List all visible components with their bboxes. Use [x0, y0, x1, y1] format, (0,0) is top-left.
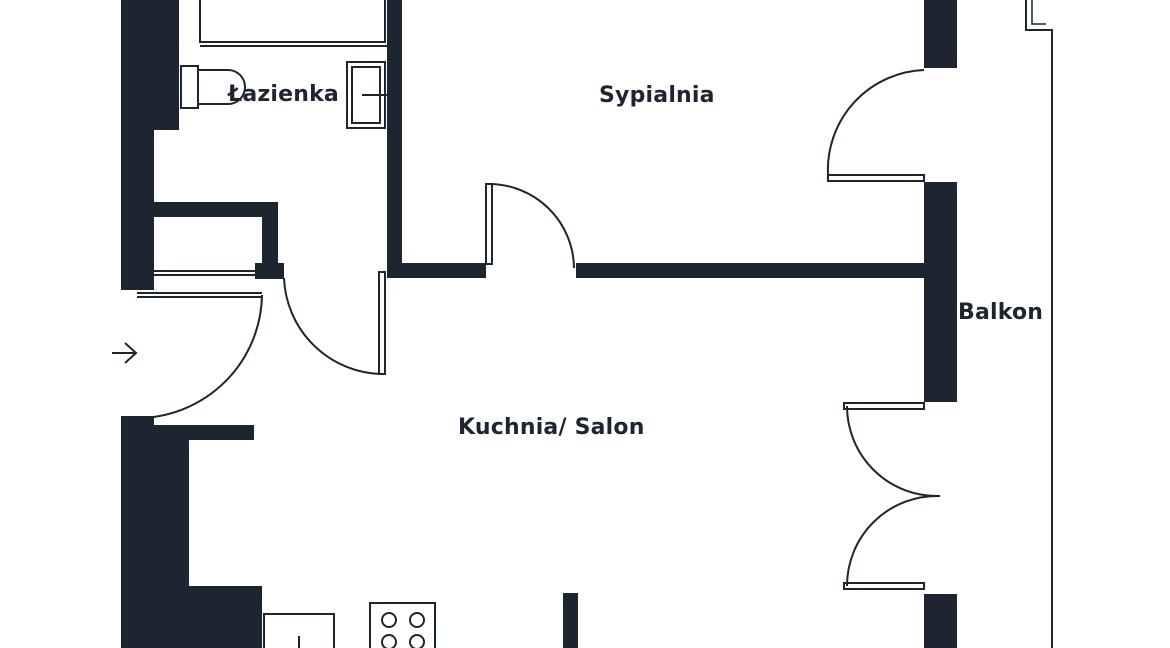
entrance-door-swing — [136, 294, 263, 419]
wall-closet-top — [154, 202, 278, 217]
wall-kitchen-column — [154, 586, 262, 648]
bedroom-door-swing — [488, 183, 575, 269]
sink-icon — [346, 61, 387, 129]
wall-bedroom-bottom-right — [576, 263, 924, 278]
stove-burner — [381, 612, 397, 628]
bedroom-balcony-door-swing — [826, 69, 925, 176]
living-balcony-door-leaf-2 — [843, 582, 925, 590]
bedroom-balcony-door-leaf — [827, 174, 925, 182]
toilet-bowl — [197, 69, 246, 105]
living-balcony-door-swing-1 — [846, 405, 941, 498]
arrow-right-icon — [112, 342, 138, 364]
wall-kitchen-partition — [563, 593, 578, 648]
balcony-outline — [1025, 0, 1053, 648]
living-balcony-door-leaf-1 — [843, 402, 925, 410]
room-label-bathroom: Łazienka — [228, 82, 339, 107]
wall-right-mid — [924, 182, 957, 402]
wall-closet-stub — [255, 263, 284, 279]
fixtures-and-doors — [121, 0, 1053, 648]
room-label-bedroom: Sypialnia — [599, 83, 715, 108]
stove-icon — [369, 602, 436, 648]
stove-burner — [409, 634, 425, 648]
room-label-balcony: Balkon — [958, 300, 1044, 325]
stove-burner — [409, 612, 425, 628]
wall-left-upper-thick — [121, 0, 179, 130]
wall-bedroom-bottom-left — [387, 263, 486, 278]
bathroom-door-leaf — [378, 271, 386, 375]
stove-outline — [369, 602, 436, 648]
bathroom-door-swing — [283, 277, 383, 375]
stove-burner — [381, 634, 397, 648]
kitchen-fixtures — [263, 613, 335, 648]
balcony-outline-inner — [1031, 0, 1046, 25]
room-label-living: Kuchnia/ Salon — [458, 415, 645, 440]
toilet-tank — [180, 65, 199, 109]
wall-bath-bedroom — [387, 0, 402, 278]
kitchen-sink — [263, 613, 335, 648]
toilet-icon — [180, 65, 246, 109]
bedroom-door-leaf — [485, 183, 493, 265]
wall-left-lower — [121, 416, 154, 648]
bathtub — [199, 0, 386, 43]
wall-right-top — [924, 0, 957, 68]
wall-closet-right — [262, 202, 278, 278]
living-balcony-door-swing-2 — [846, 494, 941, 587]
walls — [121, 0, 957, 648]
wall-right-bottom — [924, 594, 957, 648]
